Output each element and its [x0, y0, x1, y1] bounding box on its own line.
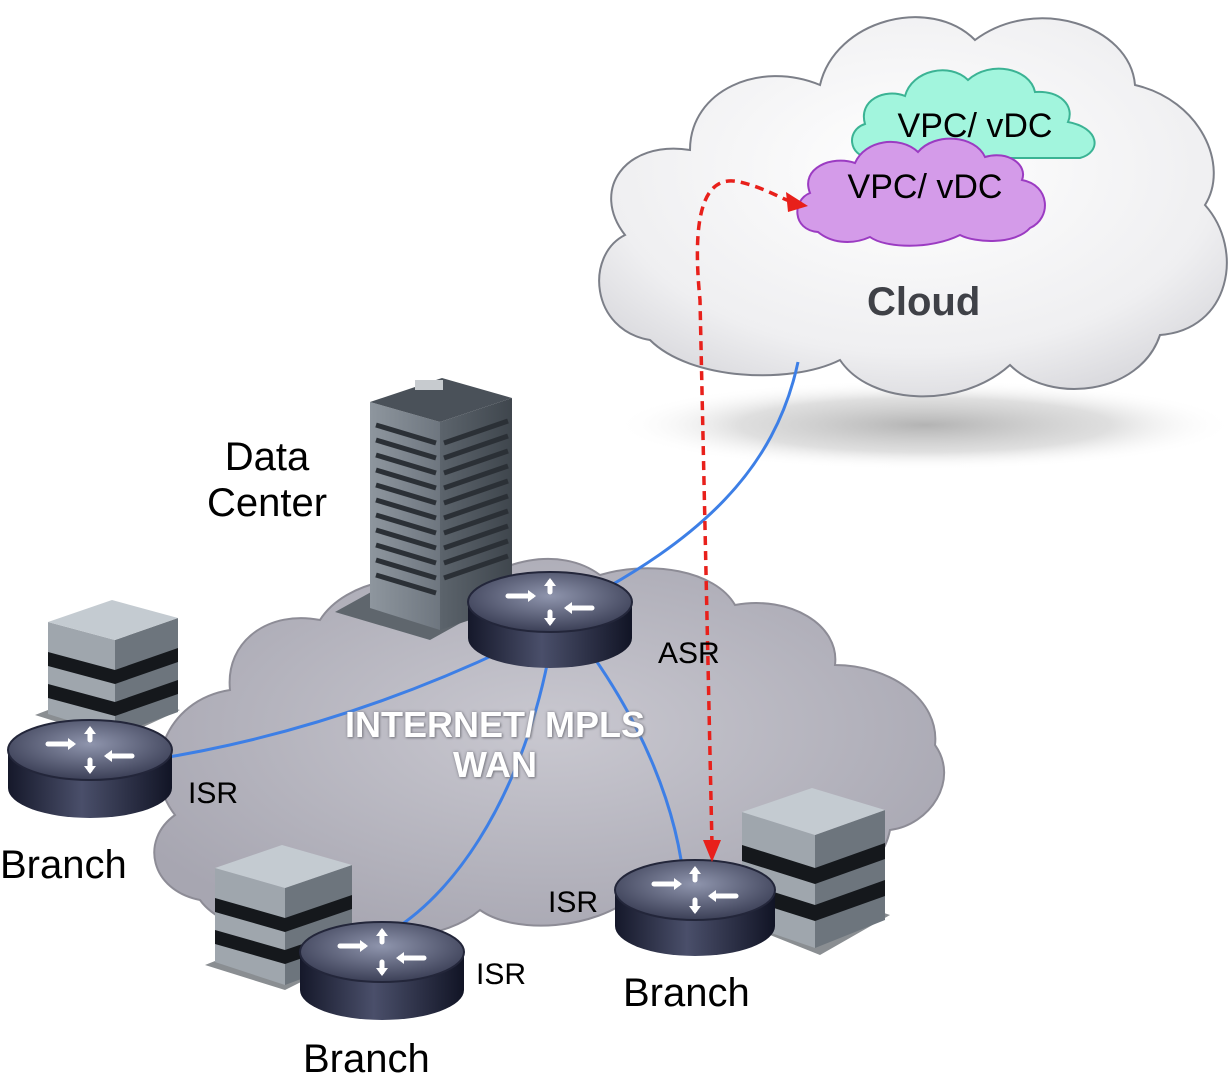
branch-label-right: Branch — [623, 971, 750, 1015]
link-asr-isr-left — [149, 643, 516, 762]
isr-router-right-icon — [614, 859, 776, 956]
asr-router-icon — [467, 571, 633, 668]
cloud-label: Cloud — [867, 280, 981, 324]
wan-label: INTERNET/ MPLS WAN — [285, 705, 705, 785]
asr-label: ASR — [658, 637, 720, 670]
wan-label-line2: WAN — [453, 744, 537, 785]
traffic-arrowhead-top — [786, 192, 808, 212]
branch-label-bottom: Branch — [303, 1037, 430, 1081]
branch-label-left: Branch — [0, 843, 127, 887]
data-center-label: Data Center — [182, 434, 352, 526]
vpc-cloud-top — [851, 67, 1096, 159]
isr-label-right: ISR — [548, 886, 599, 919]
isr-label-left: ISR — [188, 777, 239, 810]
vpc-cloud-bottom — [796, 137, 1046, 247]
wan-label-line1: INTERNET/ MPLS — [344, 704, 645, 745]
data-center-label-line2: Center — [206, 481, 328, 525]
isr-router-bottom-icon — [299, 921, 465, 1020]
traffic-arrowhead-bottom — [703, 840, 721, 862]
vpc-label-bottom: VPC/ vDC — [847, 168, 1003, 206]
data-center-label-line1: Data — [224, 435, 310, 479]
isr-router-left-icon — [7, 719, 173, 818]
isr-label-bottom: ISR — [476, 958, 527, 991]
vpc-label-top: VPC/ vDC — [897, 107, 1053, 145]
cloud-shadow — [615, 380, 1229, 470]
branch-server-left — [35, 600, 180, 740]
link-asr-cloud — [574, 361, 800, 607]
traffic-path-dashed — [695, 179, 793, 846]
data-center-building — [335, 378, 520, 640]
